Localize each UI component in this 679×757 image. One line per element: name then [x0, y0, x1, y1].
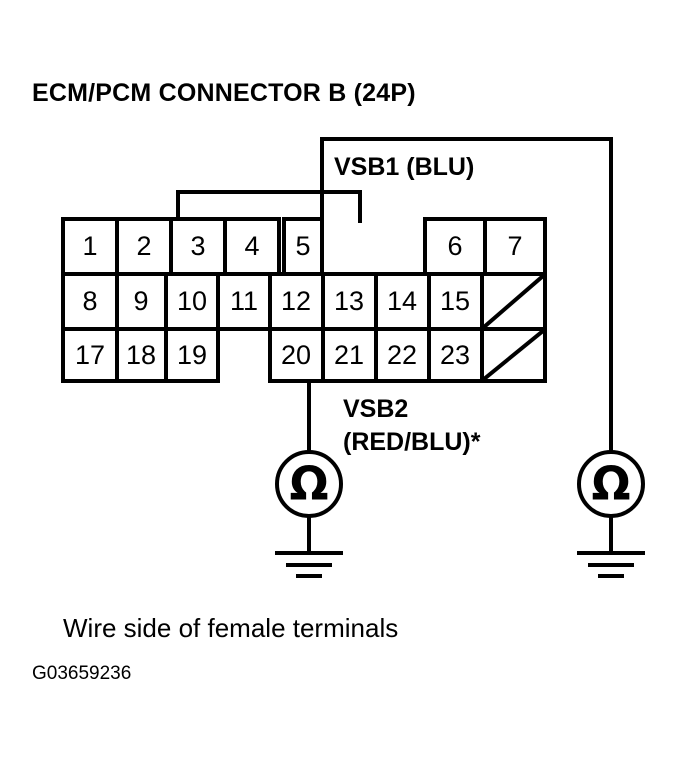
- wire-label-vsb2-line2: (RED/BLU)*: [343, 428, 481, 456]
- terminal-label-11: 11: [230, 286, 258, 316]
- terminal-label-15: 15: [440, 286, 470, 316]
- terminal-cell-7: [483, 217, 547, 276]
- terminal-label-19: 19: [177, 340, 207, 370]
- terminal-cell-23: [427, 327, 484, 383]
- terminal-label-12: 12: [281, 286, 311, 316]
- terminal-label-10: 10: [177, 286, 207, 316]
- latch-tab-outline: [176, 190, 362, 223]
- page-title: ECM/PCM CONNECTOR B (24P): [32, 79, 416, 107]
- terminal-label-23: 23: [440, 340, 470, 370]
- terminal-label-2: 2: [136, 231, 151, 261]
- terminal-label-22: 22: [387, 340, 417, 370]
- omega-icon: Ω: [591, 457, 630, 511]
- connector-row-bottom: 17 18 19 20 21 22 23: [61, 327, 547, 383]
- blank-slash-24-icon: [481, 328, 546, 382]
- connector-row-top: 1 2 3 4 5: [61, 217, 324, 276]
- figure-caption: Wire side of female terminals: [63, 613, 398, 643]
- terminal-label-17: 17: [75, 340, 105, 370]
- terminal-label-20: 20: [281, 340, 311, 370]
- ohmmeter-right: Ω: [577, 450, 645, 578]
- terminal-label-5: 5: [295, 231, 310, 261]
- terminal-label-13: 13: [334, 286, 364, 316]
- terminal-label-8: 8: [82, 286, 97, 316]
- terminal-label-14: 14: [387, 286, 417, 316]
- terminal-label-4: 4: [244, 231, 259, 261]
- wire-label-vsb1: VSB1 (BLU): [334, 153, 474, 181]
- terminal-cell-17: [61, 327, 119, 383]
- connector-row-top-right: 6 7: [423, 217, 547, 276]
- terminal-label-3: 3: [190, 231, 205, 261]
- connector-row-middle: 8 9 10 11 12 13 14 15: [61, 272, 547, 331]
- wire-vsb1-path: [320, 137, 613, 454]
- ground-symbol-left: [275, 551, 343, 578]
- terminal-label-7: 7: [507, 231, 522, 261]
- terminal-label-1: 1: [82, 231, 97, 261]
- blank-slash-16-icon: [481, 273, 546, 330]
- terminal-cell-19: [164, 327, 220, 383]
- connector-latch-tab: [176, 190, 362, 223]
- terminal-label-6: 6: [447, 231, 462, 261]
- terminal-label-18: 18: [126, 340, 156, 370]
- figure-id: G03659236: [32, 663, 131, 684]
- wire-label-vsb2-line1: VSB2: [343, 395, 408, 423]
- ground-symbol-right: [577, 551, 645, 578]
- wire-vsb1: [320, 137, 613, 454]
- terminal-label-9: 9: [133, 286, 148, 316]
- terminal-cell-3: [169, 217, 227, 276]
- ohmmeter-left: Ω: [275, 450, 343, 578]
- omega-icon: Ω: [289, 457, 328, 511]
- terminal-label-21: 21: [334, 340, 364, 370]
- terminal-cell-4: [223, 217, 281, 276]
